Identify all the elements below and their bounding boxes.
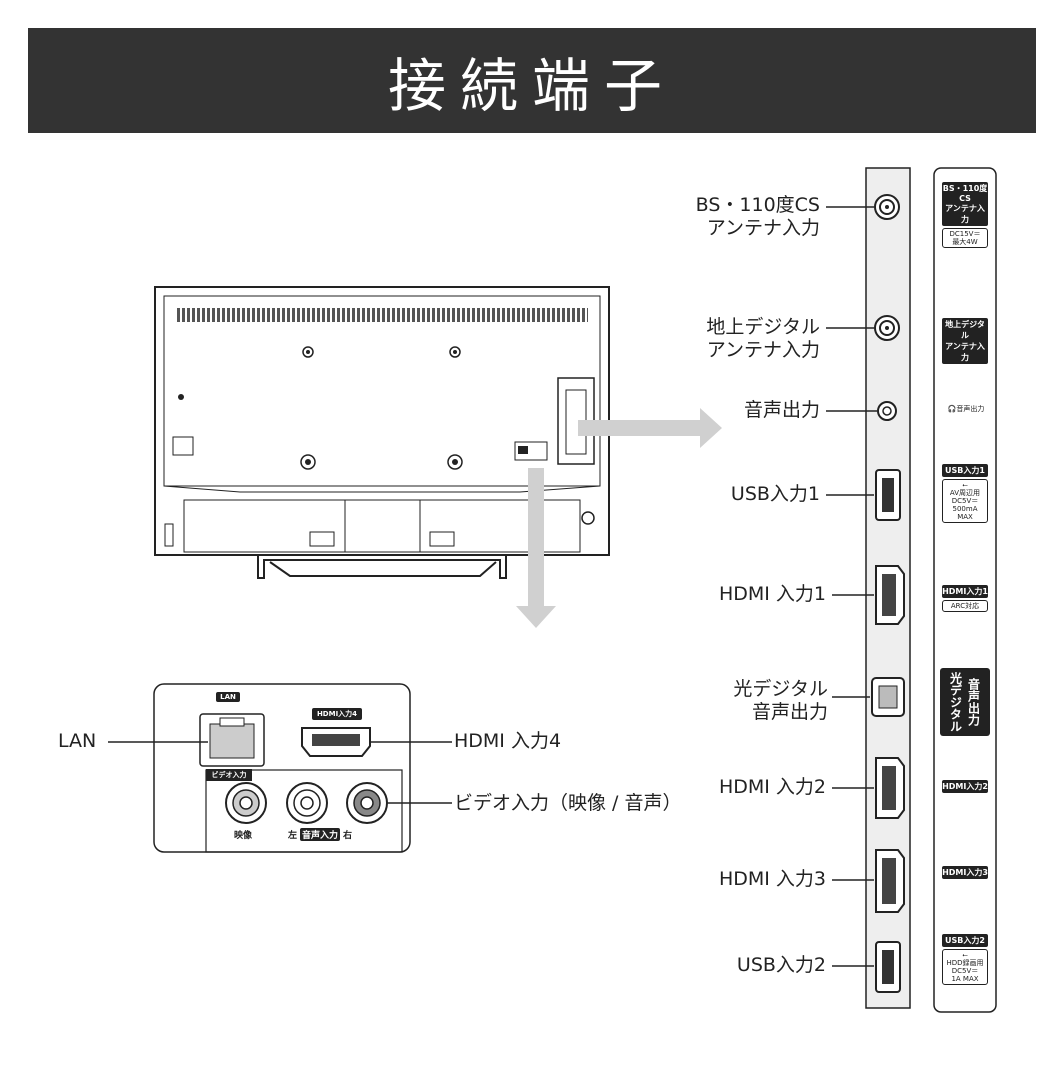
bottom-panel: [153, 683, 411, 853]
bs-antenna-port: [874, 194, 900, 220]
tag-line: HDD録画用: [946, 959, 984, 967]
tag-line: 地上デジタル: [945, 320, 985, 340]
tag-video-input: ビデオ入力: [206, 769, 252, 781]
label-video-input: ビデオ入力（映像 / 音声）: [454, 792, 682, 814]
label-line: 音声出力: [751, 701, 828, 723]
label-right: 右: [343, 831, 353, 841]
label-audio-in: 音声入力: [300, 828, 341, 841]
label-usb2: USB入力2: [736, 954, 826, 976]
label-lan: LAN: [58, 730, 97, 752]
tag-head: ビデオ入力: [206, 769, 252, 781]
hdmi1-port: [875, 565, 905, 625]
label-line: 光デジタル: [733, 678, 828, 700]
tag-optical: 光デジタル 音声出力: [940, 668, 990, 736]
label-line: BS・110度CS: [695, 194, 820, 216]
label-terrestrial-antenna: 地上デジタル アンテナ入力: [706, 316, 820, 362]
tag-audio-out: 🎧音声出力: [942, 405, 990, 413]
arrow-down: [516, 468, 556, 628]
tag-head: HDMI入力3: [942, 866, 988, 879]
tag-hdmi1: HDMI入力1 ARC対応: [942, 585, 988, 612]
tag-head: LAN: [216, 692, 240, 702]
label-line: 地上デジタル: [706, 316, 820, 338]
tag-head: USB入力1: [942, 464, 988, 477]
optical-port: [871, 677, 905, 717]
usb1-port: [875, 469, 901, 521]
usb-icon: ⭠: [962, 951, 968, 959]
tag-terrestrial: 地上デジタルアンテナ入力: [942, 318, 988, 364]
tag-line: 最大4W: [952, 238, 978, 246]
page-title: 接続端子: [387, 51, 676, 120]
label-line: アンテナ入力: [706, 217, 820, 239]
tag-head: HDMI入力2: [942, 780, 988, 793]
tag-hdmi3: HDMI入力3: [942, 866, 988, 879]
tag-lan: LAN: [216, 692, 240, 702]
tag-head: 地上デジタルアンテナ入力: [942, 318, 988, 364]
side-leader-lines: [826, 206, 877, 967]
tag-line: 音声出力: [966, 678, 981, 726]
video-input-group: [205, 769, 403, 853]
label-hdmi1: HDMI 入力1: [718, 583, 826, 605]
tag-hdmi2: HDMI入力2: [942, 780, 988, 793]
lan-port: [199, 713, 265, 767]
tag-head: HDMI入力4: [312, 708, 362, 720]
tag-sub: ARC対応: [942, 600, 988, 612]
label-bs-antenna: BS・110度CS アンテナ入力: [696, 194, 820, 240]
tag-line: AV周辺用: [949, 489, 981, 497]
label-usb1: USB入力1: [730, 483, 820, 505]
tag-line: アンテナ入力: [945, 204, 985, 224]
label-hdmi2: HDMI 入力2: [718, 776, 826, 798]
usb2-port: [875, 941, 901, 993]
tag-line: DC5V＝: [951, 967, 979, 975]
usb-icon: ⭠: [962, 481, 968, 489]
label-left: 左: [288, 831, 298, 841]
tag-head: HDMI入力1: [942, 585, 988, 598]
arrow-right: [578, 408, 722, 448]
rca-left-port: [286, 782, 328, 824]
tag-sub: ⭠ AV周辺用 DC5V＝ 500mA MAX: [942, 479, 988, 523]
hdmi3-port: [875, 849, 905, 913]
tag-line: 500mA MAX: [952, 505, 978, 521]
label-optical: 光デジタル 音声出力: [733, 678, 828, 724]
label-audio-out: 音声出力: [743, 399, 820, 421]
tag-line: 1A MAX: [951, 975, 979, 983]
tag-line: アンテナ入力: [945, 342, 985, 362]
tag-sub: DC15V＝最大4W: [942, 228, 988, 248]
tag-text: 🎧音声出力: [942, 405, 990, 413]
hdmi4-port: [301, 727, 371, 757]
label-video: 映像: [234, 831, 253, 841]
title-banner: 接続端子: [28, 28, 1036, 133]
rca-video-port: [225, 782, 267, 824]
hdmi2-port: [875, 757, 905, 819]
label-line: アンテナ入力: [706, 339, 820, 361]
terrestrial-antenna-port: [874, 315, 900, 341]
label-audio-lr: 左 音声入力 右: [288, 828, 352, 841]
bottom-leader-lines: [108, 741, 452, 804]
audio-out-port: [877, 401, 897, 421]
tag-hdmi4: HDMI入力4: [312, 708, 362, 720]
tag-line: 光デジタル: [948, 672, 963, 732]
tag-line: DC5V＝: [951, 497, 979, 505]
tag-usb2: USB入力2 ⭠ HDD録画用 DC5V＝ 1A MAX: [942, 934, 988, 985]
label-hdmi4: HDMI 入力4: [454, 730, 562, 752]
headphone-icon: 🎧: [947, 405, 957, 413]
tag-sub: ⭠ HDD録画用 DC5V＝ 1A MAX: [942, 949, 988, 985]
tag-usb1: USB入力1 ⭠ AV周辺用 DC5V＝ 500mA MAX: [942, 464, 988, 523]
tag-line: BS・110度CS: [942, 184, 988, 203]
tag-line: 音声出力: [956, 405, 985, 413]
label-hdmi3: HDMI 入力3: [718, 868, 826, 890]
tag-line: DC15V＝: [949, 230, 981, 238]
rca-right-port: [346, 782, 388, 824]
tag-head: USB入力2: [942, 934, 988, 947]
